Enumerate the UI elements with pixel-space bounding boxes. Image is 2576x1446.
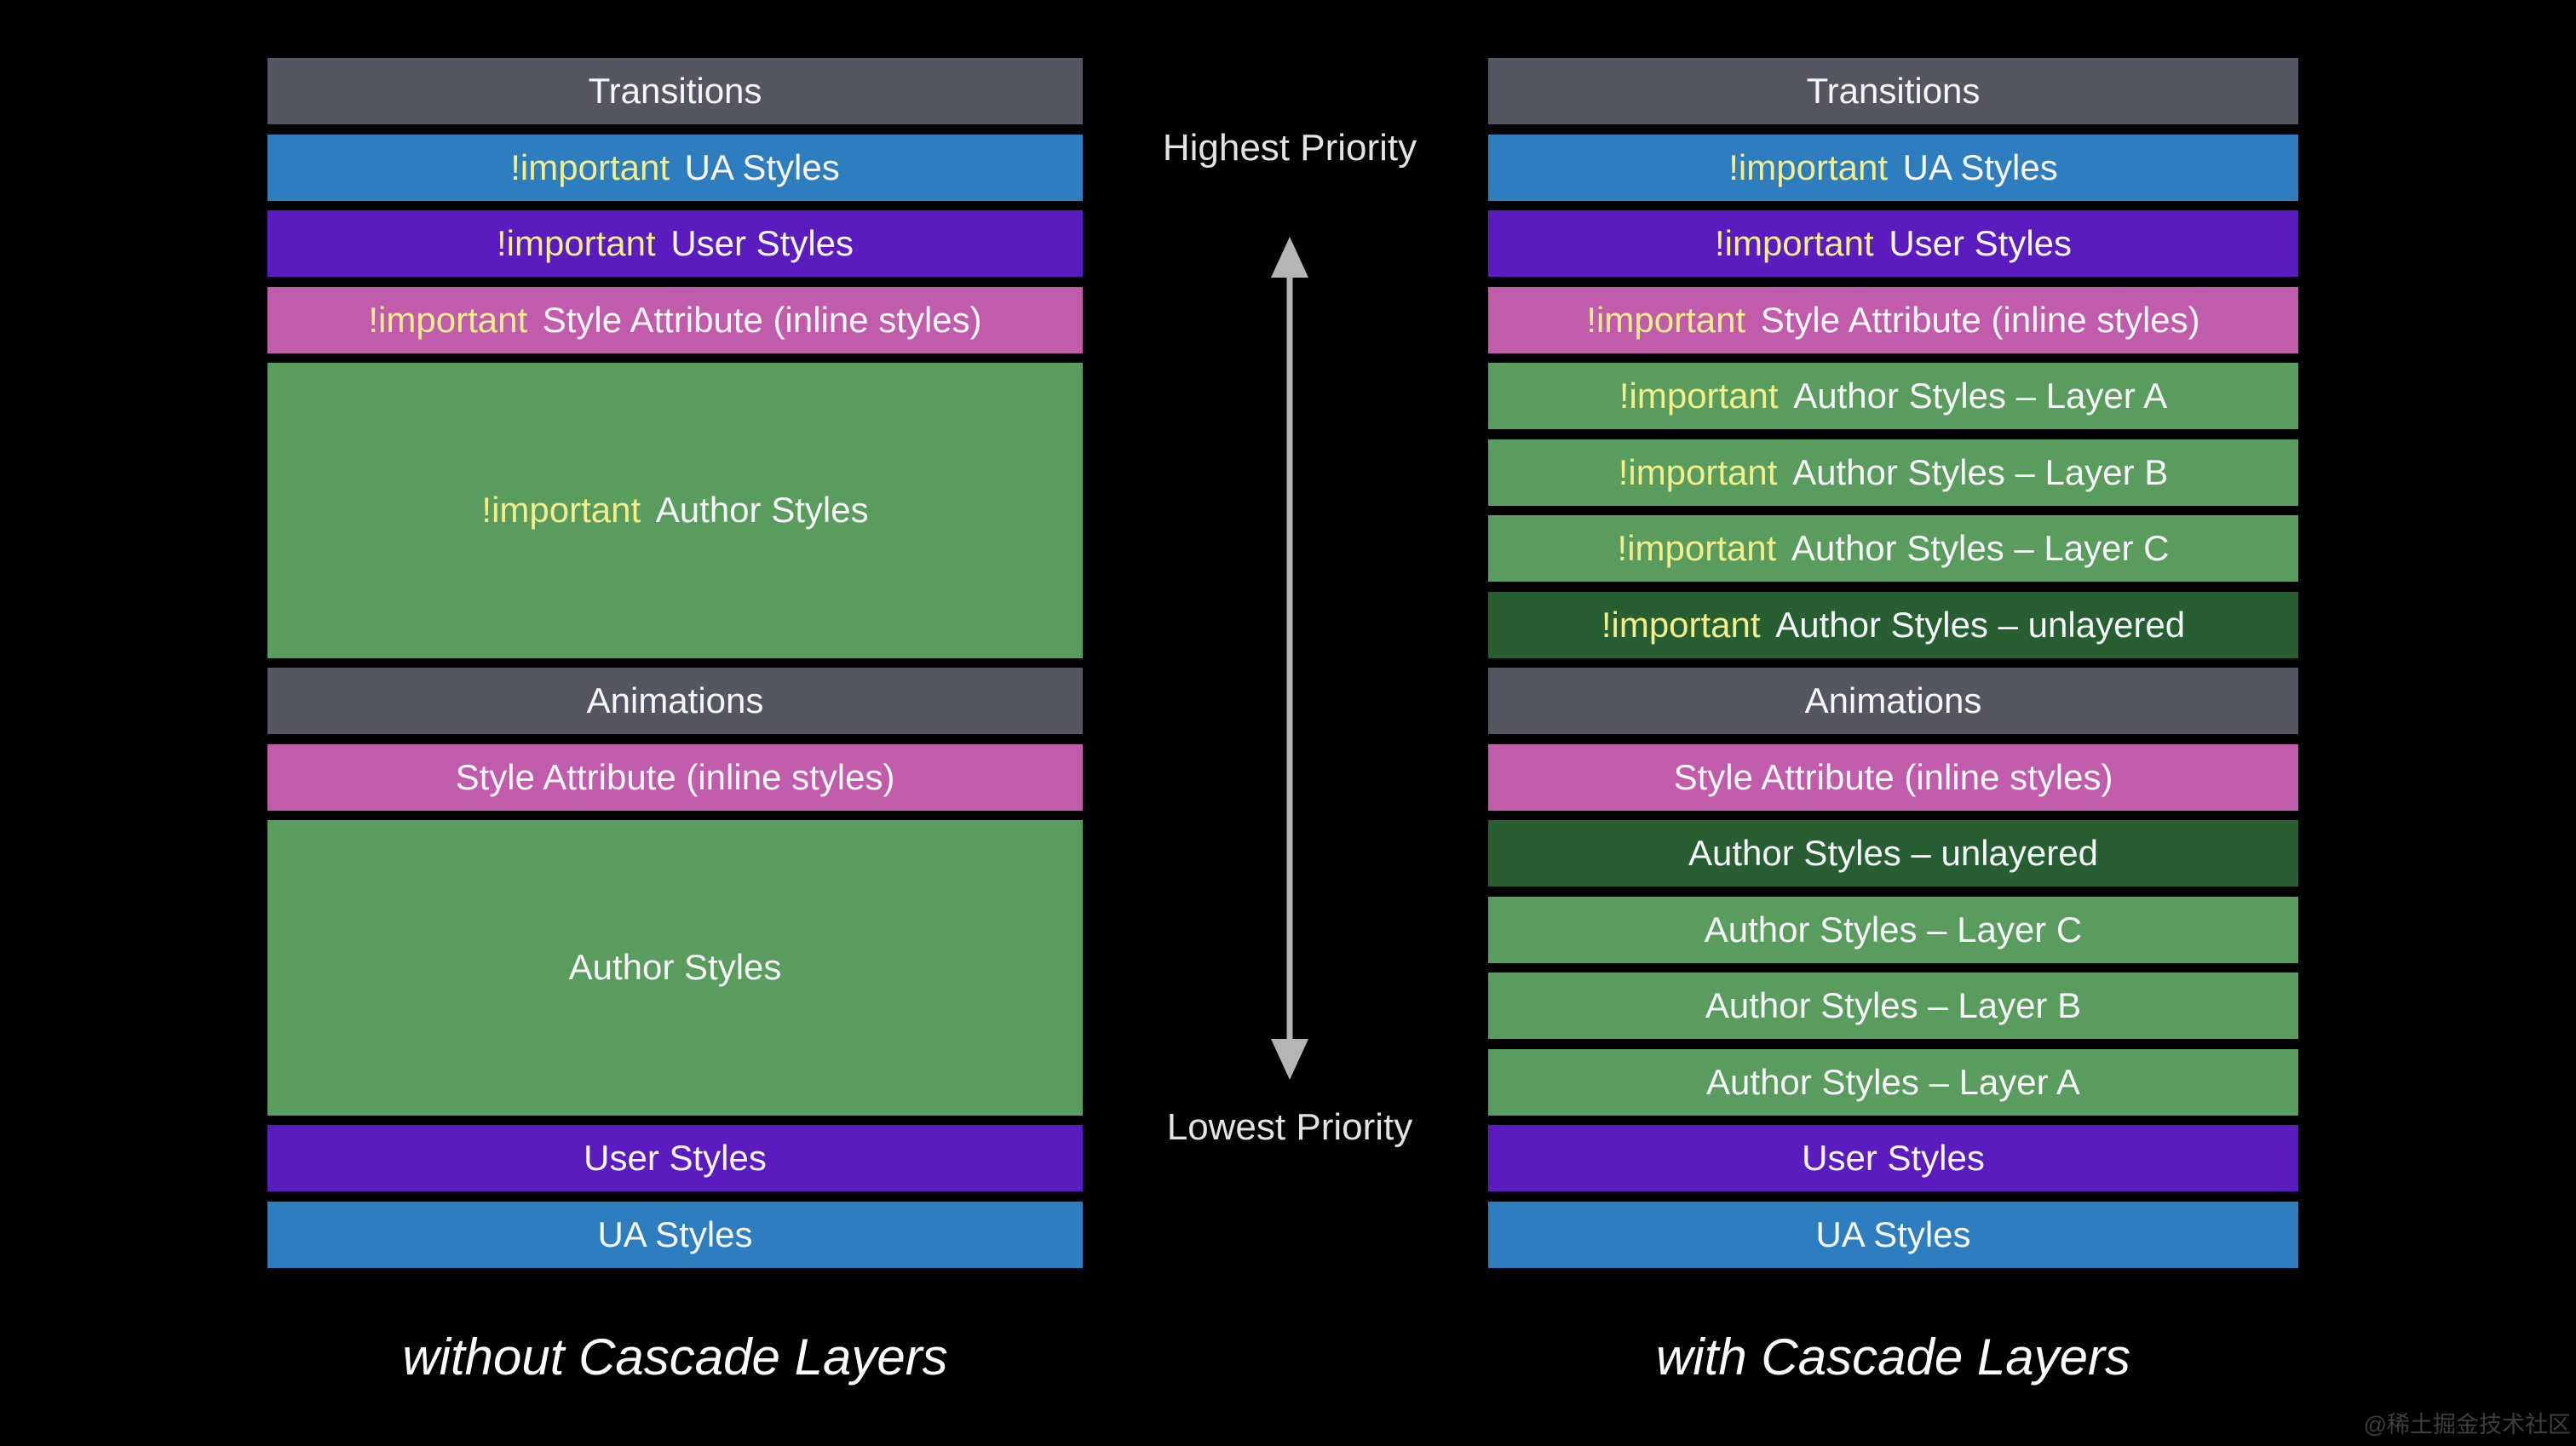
bar-animations: Animations <box>1488 668 2298 734</box>
bar-label: Author Styles – Layer A <box>1793 376 2168 416</box>
important-prefix: !important <box>368 299 528 340</box>
bar-label: UA Styles <box>1902 146 2058 187</box>
bar-author-layer-c: Author Styles – Layer C <box>1488 896 2298 963</box>
bar-inline-styles: Style Attribute (inline styles) <box>1488 743 2298 811</box>
bar-label: UA Styles <box>1815 1214 1971 1254</box>
bar-animations: Animations <box>267 668 1083 734</box>
watermark-text: @稀土掘金技术社区 <box>2363 1412 2571 1437</box>
bar-label: Author Styles – unlayered <box>1688 833 2098 873</box>
column-with-layers: Transitions !important UA Styles !importa… <box>1488 58 2298 1268</box>
bar-author-unlayered: Author Styles – unlayered <box>1488 820 2298 887</box>
bar-author-layer-b: Author Styles – Layer B <box>1488 973 2298 1039</box>
bar-transitions: Transitions <box>267 58 1083 124</box>
bar-ua-styles: UA Styles <box>267 1201 1083 1268</box>
bar-user-styles: User Styles <box>267 1125 1083 1191</box>
bar-label: Transitions <box>1806 71 1981 111</box>
important-prefix: !important <box>1601 604 1761 645</box>
bar-label: Author Styles – Layer B <box>1792 451 2169 492</box>
lowest-priority-label: Lowest Priority <box>1166 1106 1413 1148</box>
bar-label: UA Styles <box>597 1214 753 1254</box>
bar-label: Style Attribute (inline styles) <box>1760 299 2200 340</box>
column-without-layers: Transitions !important UA Styles !importa… <box>267 58 1083 1268</box>
bar-important-ua-styles: !important UA Styles <box>267 134 1083 201</box>
bar-important-author-styles: !important Author Styles <box>267 363 1083 658</box>
bar-label: Author Styles – Layer C <box>1791 528 2170 568</box>
bar-important-ua-styles: !important UA Styles <box>1488 134 2298 201</box>
bar-label: Animations <box>586 680 764 720</box>
bar-author-styles: Author Styles <box>267 820 1083 1116</box>
bar-important-author-unlayered: !important Author Styles – unlayered <box>1488 591 2298 658</box>
bar-important-user-styles: !important User Styles <box>267 210 1083 277</box>
bar-label: User Styles <box>670 223 854 263</box>
bar-inline-styles: Style Attribute (inline styles) <box>267 743 1083 811</box>
bar-important-inline-styles: !important Style Attribute (inline styles… <box>1488 286 2298 353</box>
bar-author-layer-a: Author Styles – Layer A <box>1488 1048 2298 1116</box>
bar-user-styles: User Styles <box>1488 1125 2298 1191</box>
caption-without-layers: without Cascade Layers <box>402 1328 948 1386</box>
bar-important-author-layer-c: !important Author Styles – Layer C <box>1488 515 2298 582</box>
highest-priority-label: Highest Priority <box>1162 127 1417 169</box>
important-prefix: !important <box>1586 299 1746 340</box>
bar-important-author-layer-a: !important Author Styles – Layer A <box>1488 363 2298 429</box>
bar-label: Author Styles <box>568 947 782 988</box>
bar-important-user-styles: !important User Styles <box>1488 210 2298 277</box>
bar-label: User Styles <box>584 1138 767 1178</box>
bar-label: Animations <box>1804 680 1982 720</box>
important-prefix: !important <box>481 490 641 531</box>
bar-label: Author Styles – Layer A <box>1706 1061 2080 1102</box>
important-prefix: !important <box>1619 376 1779 416</box>
priority-arrow-icon <box>1271 237 1308 1080</box>
bar-label: Transitions <box>588 71 762 111</box>
caption-with-layers: with Cascade Layers <box>1656 1328 2130 1386</box>
bar-important-inline-styles: !important Style Attribute (inline styles… <box>267 286 1083 353</box>
bar-label: Style Attribute (inline styles) <box>455 756 895 797</box>
important-prefix: !important <box>1714 223 1874 263</box>
bar-label: Author Styles – Layer B <box>1705 985 2082 1025</box>
bar-label: Author Styles <box>655 490 869 531</box>
important-prefix: !important <box>1728 146 1889 187</box>
bar-label: Style Attribute (inline styles) <box>1673 756 2113 797</box>
important-prefix: !important <box>510 146 670 187</box>
bar-label: Author Styles – unlayered <box>1775 604 2186 645</box>
bar-ua-styles: UA Styles <box>1488 1201 2298 1268</box>
bar-important-author-layer-b: !important Author Styles – Layer B <box>1488 439 2298 506</box>
important-prefix: !important <box>1617 528 1777 568</box>
important-prefix: !important <box>496 223 656 263</box>
bar-label: User Styles <box>1802 1138 1985 1178</box>
bar-transitions: Transitions <box>1488 58 2298 124</box>
bar-label: Author Styles – Layer C <box>1704 909 2083 950</box>
important-prefix: !important <box>1618 451 1778 492</box>
bar-label: UA Styles <box>684 146 840 187</box>
bar-label: User Styles <box>1889 223 2073 263</box>
bar-label: Style Attribute (inline styles) <box>542 299 982 340</box>
